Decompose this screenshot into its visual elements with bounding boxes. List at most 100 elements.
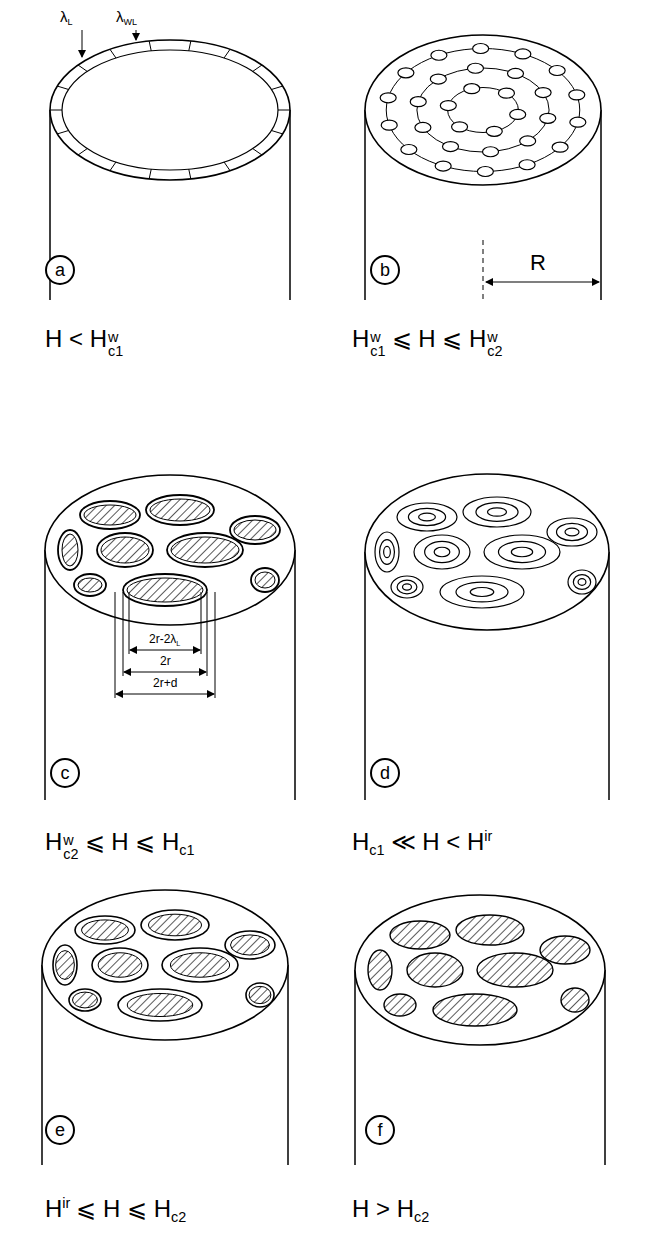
- weak-link-tick: [78, 149, 87, 155]
- field-condition: H > Hc2: [352, 1195, 429, 1226]
- dimension-label: 2r-2λL: [149, 633, 180, 648]
- subscript: c2: [487, 344, 502, 358]
- penetration-depth-label: λL: [60, 8, 73, 27]
- grain-current-loop: [498, 541, 545, 562]
- vortex-blob: [430, 74, 446, 84]
- grain-core: [234, 520, 276, 540]
- grain-current-loop: [440, 576, 524, 608]
- grain-current-loop: [573, 575, 590, 590]
- grain-core: [56, 951, 75, 980]
- field-condition: Hwc1⩽ H ⩽ Hwc2: [352, 325, 502, 359]
- superscript: w: [63, 833, 78, 847]
- field-condition: Hc1≪ H < Hir: [352, 828, 492, 859]
- label-text: R: [530, 250, 546, 275]
- grain-outer: [75, 916, 135, 944]
- vortex-blob: [398, 68, 414, 78]
- subscript: c1: [369, 842, 384, 858]
- grain-core: [231, 935, 270, 955]
- grain-current-loop: [484, 535, 560, 569]
- label-text: 2r+d: [153, 676, 177, 690]
- grain-outer: [97, 533, 153, 567]
- dimension-extension: [207, 592, 208, 676]
- label-text: 2r-2λ: [149, 632, 176, 646]
- grain-current-loop: [419, 513, 436, 521]
- grain-current-loop: [380, 540, 395, 565]
- cylinder-side: [364, 552, 366, 800]
- weak-link-tick: [78, 65, 87, 71]
- vortex-blob: [410, 97, 426, 107]
- wire-cross-section: [355, 895, 605, 1045]
- grain-normal: [390, 921, 450, 949]
- radius-label: R: [530, 250, 546, 275]
- grain-current-loop: [403, 584, 412, 590]
- grain-outer: [118, 989, 202, 1021]
- grain-normal: [477, 953, 553, 987]
- cylinder-side: [44, 550, 46, 800]
- grain-outer: [225, 931, 275, 959]
- wire-cross-section: [45, 475, 295, 625]
- panel-letter: f: [365, 1115, 395, 1145]
- grain-outer: [58, 530, 82, 570]
- dimension-extension: [129, 592, 130, 654]
- grain-current-loop: [565, 528, 579, 536]
- grain-current-loop: [408, 508, 445, 525]
- grain-outer: [53, 945, 77, 985]
- wire-cross-section: [365, 35, 601, 185]
- vortex-blob: [535, 88, 551, 98]
- vortex-blob: [452, 122, 468, 132]
- label-text: ≪ H < H: [391, 828, 485, 855]
- label-text: λ: [60, 8, 68, 25]
- grain-current-loop: [568, 570, 596, 594]
- panel-letter: e: [45, 1115, 75, 1145]
- index-stack: wc1: [108, 330, 123, 359]
- leader-arrow: [82, 30, 83, 57]
- grain-current-loop: [397, 580, 417, 594]
- grain-outer: [146, 495, 214, 525]
- grain-current-loop: [414, 535, 470, 569]
- panel-letter: b: [370, 255, 400, 285]
- wire-cross-section: [42, 890, 288, 1040]
- weak-link-tick: [253, 65, 262, 71]
- cylinder-side: [294, 550, 296, 800]
- grain-core: [84, 505, 136, 525]
- weak-link-tick: [50, 110, 62, 111]
- radius-arrow: [486, 281, 599, 282]
- grain-core: [82, 920, 129, 940]
- vortex-blob: [510, 109, 526, 119]
- vortex-blob: [520, 136, 536, 146]
- grain-outer: [74, 574, 106, 596]
- dimension-arrow: [124, 672, 206, 673]
- leader-arrow: [136, 30, 137, 40]
- grain-outer: [69, 989, 101, 1011]
- cylinder-side: [354, 970, 356, 1165]
- cylinder-side: [608, 552, 610, 800]
- field-condition: H < Hwc1: [45, 325, 123, 359]
- grain-outer: [251, 568, 279, 592]
- vortex-blob: [570, 117, 586, 127]
- vortex-blob: [443, 142, 459, 152]
- vortex-blob: [440, 101, 456, 111]
- dimension-arrow: [116, 694, 214, 695]
- vortex-blob: [483, 147, 499, 157]
- dimension-extension: [115, 592, 116, 698]
- vortex-blob: [415, 122, 431, 132]
- panel-letter: a: [45, 255, 75, 285]
- grain-core: [150, 499, 210, 521]
- grain-current-loop: [557, 523, 588, 540]
- superscript: ir: [484, 828, 492, 844]
- grain-core: [127, 578, 203, 602]
- cylinder-side: [287, 965, 289, 1165]
- grain-normal: [368, 950, 392, 990]
- grain-normal: [561, 988, 589, 1012]
- vortex-blob: [401, 145, 417, 155]
- cylinder-side: [289, 110, 291, 300]
- vortex-blob: [507, 68, 523, 78]
- cylinder-side: [600, 110, 602, 300]
- label-text: ⩽ H ⩽ H: [85, 828, 180, 855]
- current-ring: [386, 49, 580, 172]
- grain-core: [73, 992, 98, 1008]
- panel-letter: d: [370, 758, 400, 788]
- radius-guide: [483, 240, 484, 300]
